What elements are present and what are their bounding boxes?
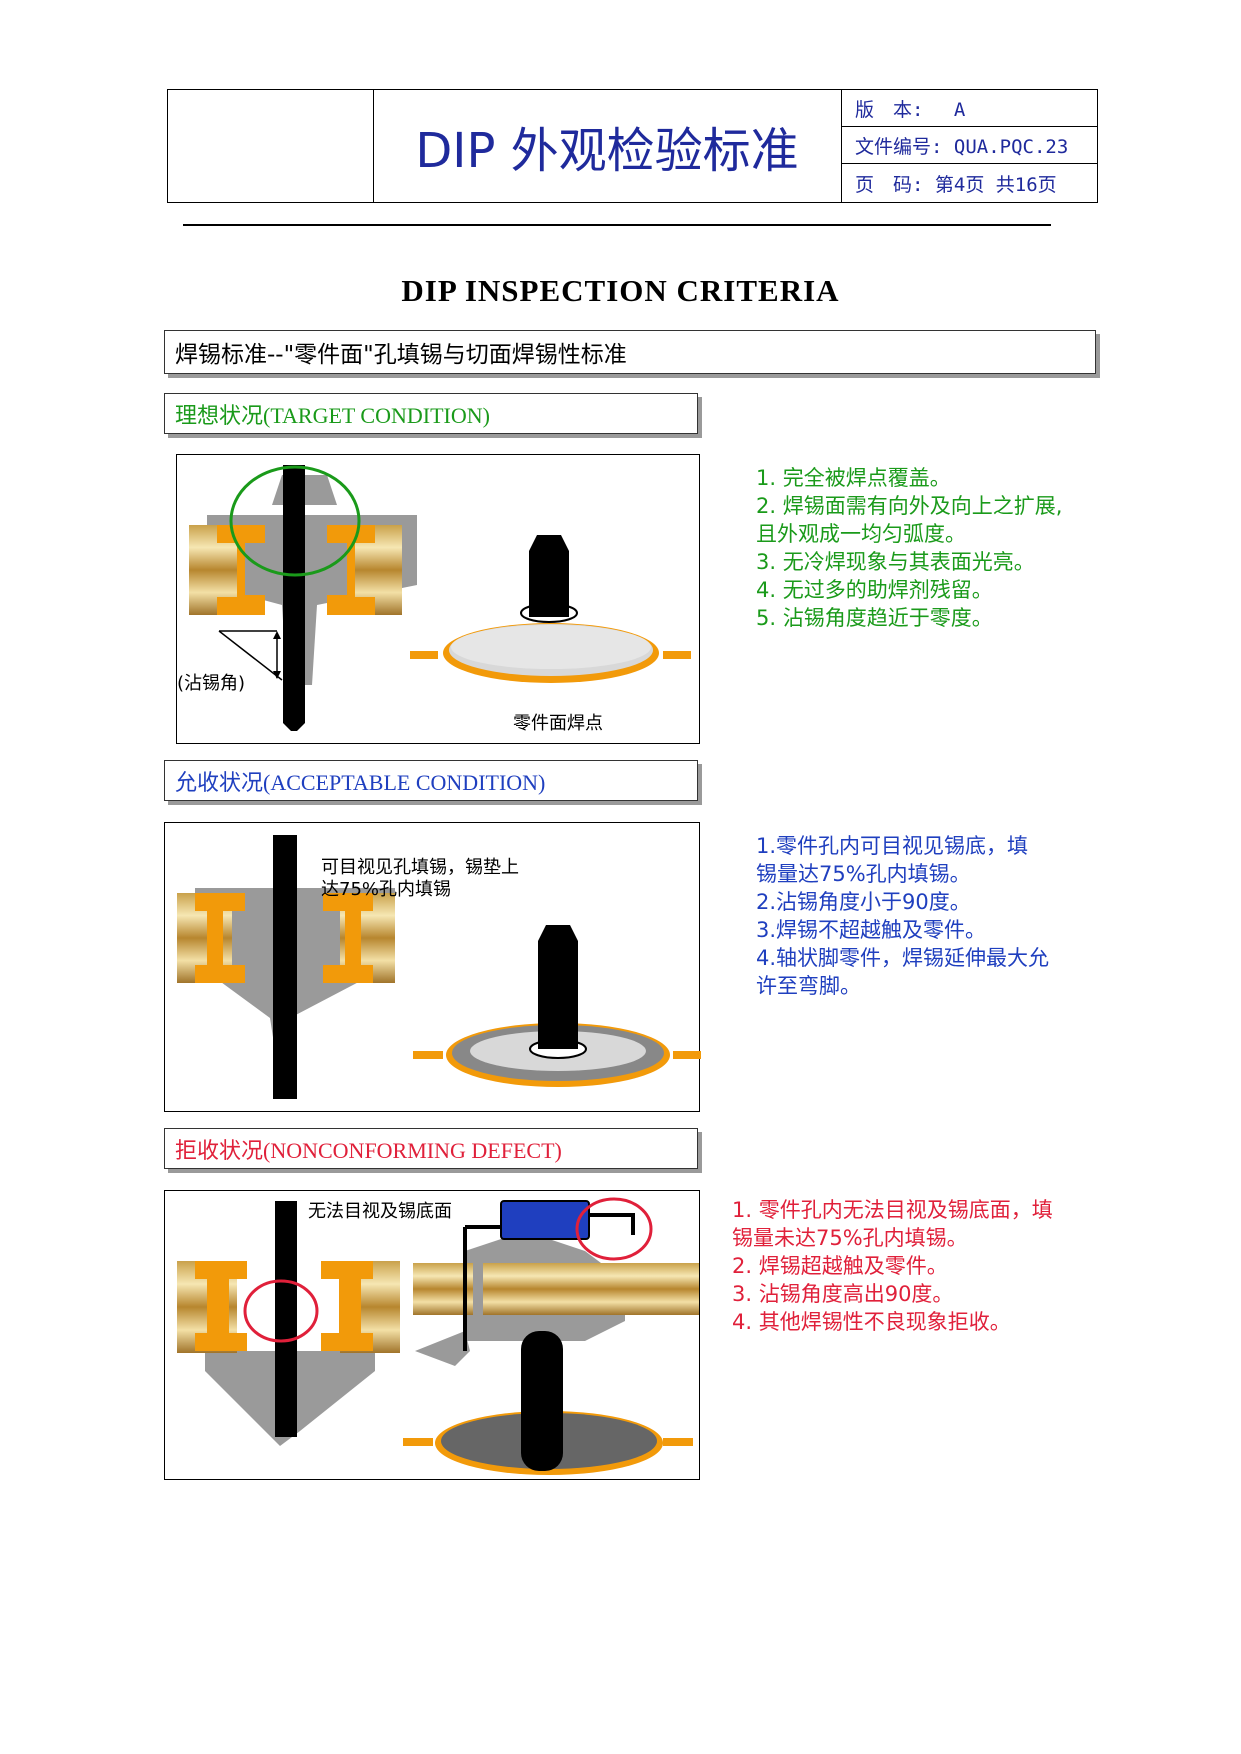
list-item: 1. 完全被焊点覆盖。 bbox=[756, 466, 951, 490]
list-item: 2.沾锡角度小于90度。 bbox=[756, 890, 971, 914]
standard-heading: 焊锡标准--"零件面"孔填锡与切面焊锡性标准 bbox=[164, 330, 1096, 374]
list-item: 4.轴状脚零件，焊锡延伸最大允 bbox=[756, 946, 1050, 970]
component-lead bbox=[273, 835, 297, 1099]
document-title: DIP 外观检验标准 bbox=[373, 90, 842, 202]
lead-top-view bbox=[521, 1331, 563, 1471]
component-body bbox=[500, 1200, 590, 1240]
main-title: DIP INSPECTION CRITERIA bbox=[401, 273, 840, 308]
target-diagram: (沾锡角) 零件面焊点 bbox=[176, 454, 700, 744]
reject-note: 无法目视及锡底面 bbox=[308, 1201, 452, 1222]
list-item: 3. 沾锡角度高出90度。 bbox=[732, 1282, 954, 1306]
reject-criteria-list: 1. 零件孔内无法目视及锡底面，填 锡量未达75%孔内填锡。 2. 焊锡超越触及… bbox=[732, 1196, 1053, 1336]
list-item: 锡量达75%孔内填锡。 bbox=[756, 862, 971, 886]
acceptable-diagram: 可目视见孔填锡，锡垫上 达75%孔内填锡 bbox=[164, 822, 703, 1112]
joint-label: 零件面焊点 bbox=[513, 713, 603, 734]
pad-left bbox=[195, 1261, 247, 1351]
list-item: 许至弯脚。 bbox=[756, 974, 861, 998]
list-item: 2. 焊锡面需有向外及向上之扩展, bbox=[756, 494, 1063, 518]
reject-heading: 拒收状况(NONCONFORMING DEFECT) bbox=[164, 1128, 698, 1169]
acceptable-heading: 允收状况(ACCEPTABLE CONDITION) bbox=[164, 760, 698, 801]
acceptable-note-line1: 可目视见孔填锡，锡垫上 bbox=[321, 857, 519, 878]
pad-left bbox=[195, 893, 245, 983]
defect-circle bbox=[243, 1279, 319, 1343]
list-item: 2. 焊锡超越触及零件。 bbox=[732, 1254, 948, 1278]
pad-right bbox=[327, 525, 375, 615]
component-lead bbox=[275, 1201, 297, 1437]
list-item: 1. 零件孔内无法目视及锡底面，填 bbox=[732, 1198, 1053, 1222]
acceptable-illustration bbox=[177, 835, 703, 1099]
lead-top-view bbox=[529, 551, 569, 617]
target-heading: 理想状况(TARGET CONDITION) bbox=[164, 393, 698, 434]
target-criteria-list: 1. 完全被焊点覆盖。 2. 焊锡面需有向外及向上之扩展, 且外观成一均匀弧度。… bbox=[756, 464, 1062, 632]
pad-left bbox=[217, 525, 265, 615]
reject-diagram: 无法目视及锡底面 bbox=[164, 1190, 700, 1480]
logo-cell bbox=[168, 90, 374, 202]
target-illustration bbox=[189, 465, 691, 731]
target-circle bbox=[229, 465, 361, 577]
version-field: 版 本: A bbox=[842, 90, 1098, 127]
header-rule bbox=[183, 224, 1051, 226]
component-lead bbox=[283, 465, 305, 723]
acceptable-criteria-list: 1.零件孔内可目视见锡底，填 锡量达75%孔内填锡。 2.沾锡角度小于90度。 … bbox=[756, 832, 1049, 1000]
list-item: 锡量未达75%孔内填锡。 bbox=[732, 1226, 968, 1250]
acceptable-note-line2: 达75%孔内填锡 bbox=[321, 879, 452, 900]
reject-illustration bbox=[177, 1197, 699, 1475]
page-number-field: 页 码: 第4页 共16页 bbox=[855, 174, 1057, 196]
list-item: 且外观成一均匀弧度。 bbox=[756, 522, 966, 546]
list-item: 4. 无过多的助焊剂残留。 bbox=[756, 578, 993, 602]
pad-right bbox=[323, 893, 373, 983]
lead-top-view bbox=[538, 941, 578, 1049]
angle-label: (沾锡角) bbox=[177, 673, 246, 694]
defect-circle-2 bbox=[575, 1197, 653, 1261]
list-item: 4. 其他焊锡性不良现象拒收。 bbox=[732, 1310, 1011, 1334]
list-item: 3. 无冷焊现象与其表面光亮。 bbox=[756, 550, 1035, 574]
file-number-field: 文件编号: QUA.PQC.23 bbox=[842, 127, 1098, 164]
list-item: 5. 沾锡角度趋近于零度。 bbox=[756, 606, 993, 630]
list-item: 1.零件孔内可目视见锡底，填 bbox=[756, 834, 1029, 858]
document-header: DIP 外观检验标准 版 本: A 文件编号: QUA.PQC.23 页 码: … bbox=[167, 89, 1098, 203]
pad-right bbox=[321, 1261, 373, 1351]
list-item: 3.焊锡不超越触及零件。 bbox=[756, 918, 987, 942]
